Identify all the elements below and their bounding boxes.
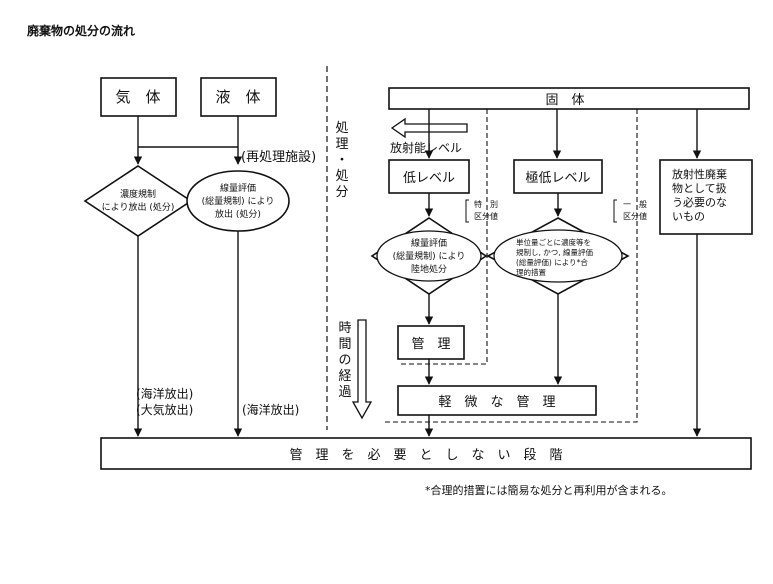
low-oval-line-3: 陸地処分 [411, 263, 447, 275]
process-vertical-label: 処 理 ・ 処 分 [335, 121, 348, 200]
management-box [397, 325, 465, 360]
liquid-oval-line-1: 線量評価 [220, 182, 256, 194]
solid-label: 固 体 [545, 93, 584, 108]
non-radioactive-line-2: 物として扱 [672, 181, 727, 195]
very-low-oval-line-2: 規制し, かつ, 線量評価 [516, 247, 594, 257]
reprocessing-label: (再処理施設) [241, 149, 316, 165]
ocean-label: (海洋放出) [242, 402, 299, 417]
very-low-oval-line-1: 単位量ごとに濃度等を [516, 237, 591, 247]
very-low-oval-line-4: 理的措置 [516, 267, 546, 277]
special-boundary-bracket [465, 199, 469, 223]
svg-text:処: 処 [335, 121, 348, 136]
svg-text:処: 処 [335, 169, 348, 184]
low-oval-line-1: 線量評価 [411, 237, 447, 249]
general-boundary-bracket [613, 199, 617, 223]
non-radioactive-line-3: う必要のな [672, 196, 727, 209]
general-boundary-line [385, 109, 638, 423]
svg-text:経: 経 [338, 369, 351, 384]
general-boundary-label-1: 一 般 [623, 199, 647, 209]
non-radioactive-line-1: 放射性廃棄 [672, 167, 727, 181]
non-radioactive-line-4: いもの [672, 210, 705, 223]
special-boundary-label-2: 区分値 [474, 211, 498, 221]
liquid-box [200, 77, 277, 117]
general-boundary-label-2: 区分値 [623, 211, 647, 221]
ocean-air-line-2: (大気放出) [136, 402, 193, 417]
gas-label: 気 体 [115, 88, 160, 106]
very-low-level-label: 極低レベル [525, 170, 590, 186]
ocean-air-line-1: (海洋放出) [136, 386, 193, 401]
liquid-oval-line-3: 放出 (処分) [215, 208, 261, 220]
page-title: 廃棄物の処分の流れ [27, 24, 136, 38]
svg-text:分: 分 [335, 185, 348, 200]
low-oval-line-2: (総量規制) により [393, 250, 466, 262]
time-arrow [351, 319, 373, 420]
low-level-label: 低レベル [403, 171, 455, 186]
very-low-oval [493, 229, 623, 283]
non-radioactive-box [659, 159, 753, 235]
gas-diamond-line-2: により放出 (処分) [102, 201, 175, 213]
footnote: *合理的措置には簡易な処分と再利用が含まれる。 [425, 484, 673, 497]
very-low-level-box [513, 159, 603, 194]
svg-text:時: 時 [338, 321, 351, 336]
svg-text:理: 理 [335, 137, 348, 152]
light-management-label: 軽 微 な 管 理 [438, 395, 555, 410]
very-low-oval-line-3: (総量評価) により*合 [516, 257, 588, 267]
svg-text:の: の [338, 353, 351, 368]
management-label: 管 理 [411, 337, 450, 352]
radioactivity-label: 放射能レベル [390, 140, 462, 155]
liquid-label: 液 体 [215, 88, 260, 106]
gas-box [100, 77, 177, 117]
liquid-oval-line-2: (総量規制) により [202, 195, 275, 207]
special-boundary-label-1: 特 別 [474, 199, 498, 209]
svg-text:間: 間 [338, 337, 351, 352]
low-level-oval [376, 230, 482, 282]
svg-text:・: ・ [335, 153, 348, 168]
time-vertical-label: 時 間 の 経 過 [338, 321, 351, 400]
light-management-box [397, 385, 597, 416]
no-management-label: 管 理 を 必 要 と し な い 段 階 [289, 448, 562, 463]
gas-diamond-line-1: 濃度規制 [120, 188, 156, 200]
gas-diamond [83, 165, 193, 237]
svg-text:過: 過 [338, 385, 351, 400]
solid-box [388, 87, 750, 110]
no-management-box [100, 437, 752, 470]
